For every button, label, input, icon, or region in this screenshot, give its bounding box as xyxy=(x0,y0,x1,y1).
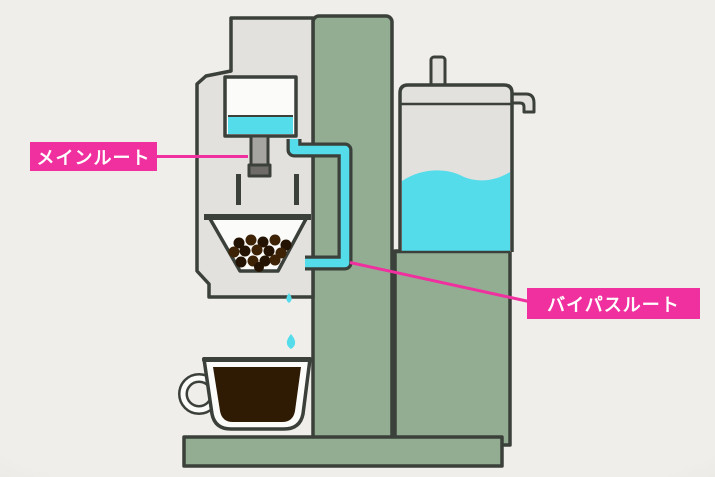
bypass-route-label: バイパスルート xyxy=(527,288,700,319)
water-tank-stand xyxy=(393,249,512,447)
tank-water xyxy=(402,170,510,252)
panel-groove-left xyxy=(236,174,241,205)
drip-large xyxy=(286,334,296,349)
tank-handle xyxy=(510,92,536,114)
main-route-label: メインルート xyxy=(30,142,157,171)
filter-funnel xyxy=(204,214,311,273)
water-tank xyxy=(396,55,536,254)
cup-rim xyxy=(202,357,312,362)
coffee-cup xyxy=(178,357,312,431)
panel-groove-right xyxy=(294,174,299,205)
coffee-liquid xyxy=(213,367,301,422)
spout-tip xyxy=(247,163,272,178)
drip-small xyxy=(286,293,292,303)
machine-base xyxy=(182,435,504,468)
water-drips xyxy=(286,293,296,349)
bypass-tube xyxy=(286,139,353,271)
main-route-connector-line xyxy=(155,155,248,158)
coffee-beans xyxy=(228,234,292,272)
dispenser-water xyxy=(228,116,293,134)
